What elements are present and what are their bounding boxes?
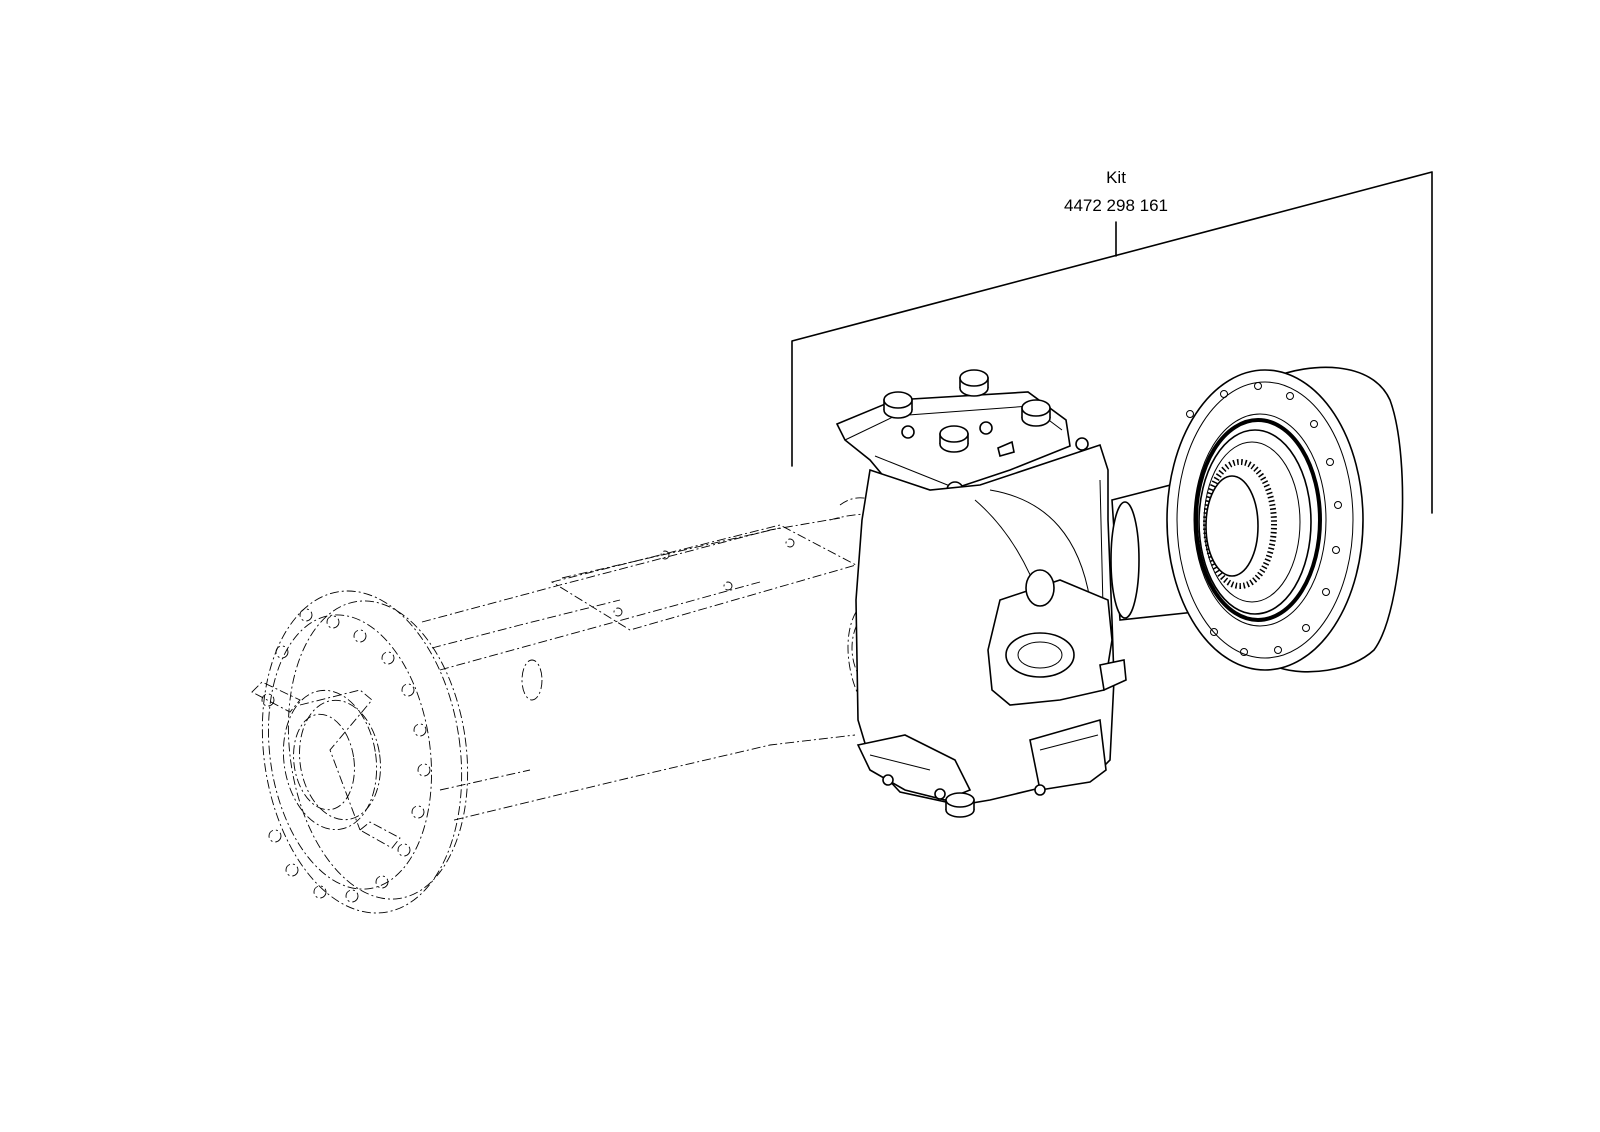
kit-part-number: 4472 298 161 (1064, 196, 1168, 215)
hub-bolt-holes (1186, 382, 1342, 656)
bottom-bolts (882, 774, 1046, 818)
top-bolts (883, 369, 1051, 453)
wheel-hub (1166, 366, 1404, 673)
callout-bracket (791, 171, 1433, 514)
flange-bolt-holes (261, 608, 431, 903)
kit-label: Kit (1106, 168, 1126, 187)
knuckle-housing (835, 369, 1127, 818)
